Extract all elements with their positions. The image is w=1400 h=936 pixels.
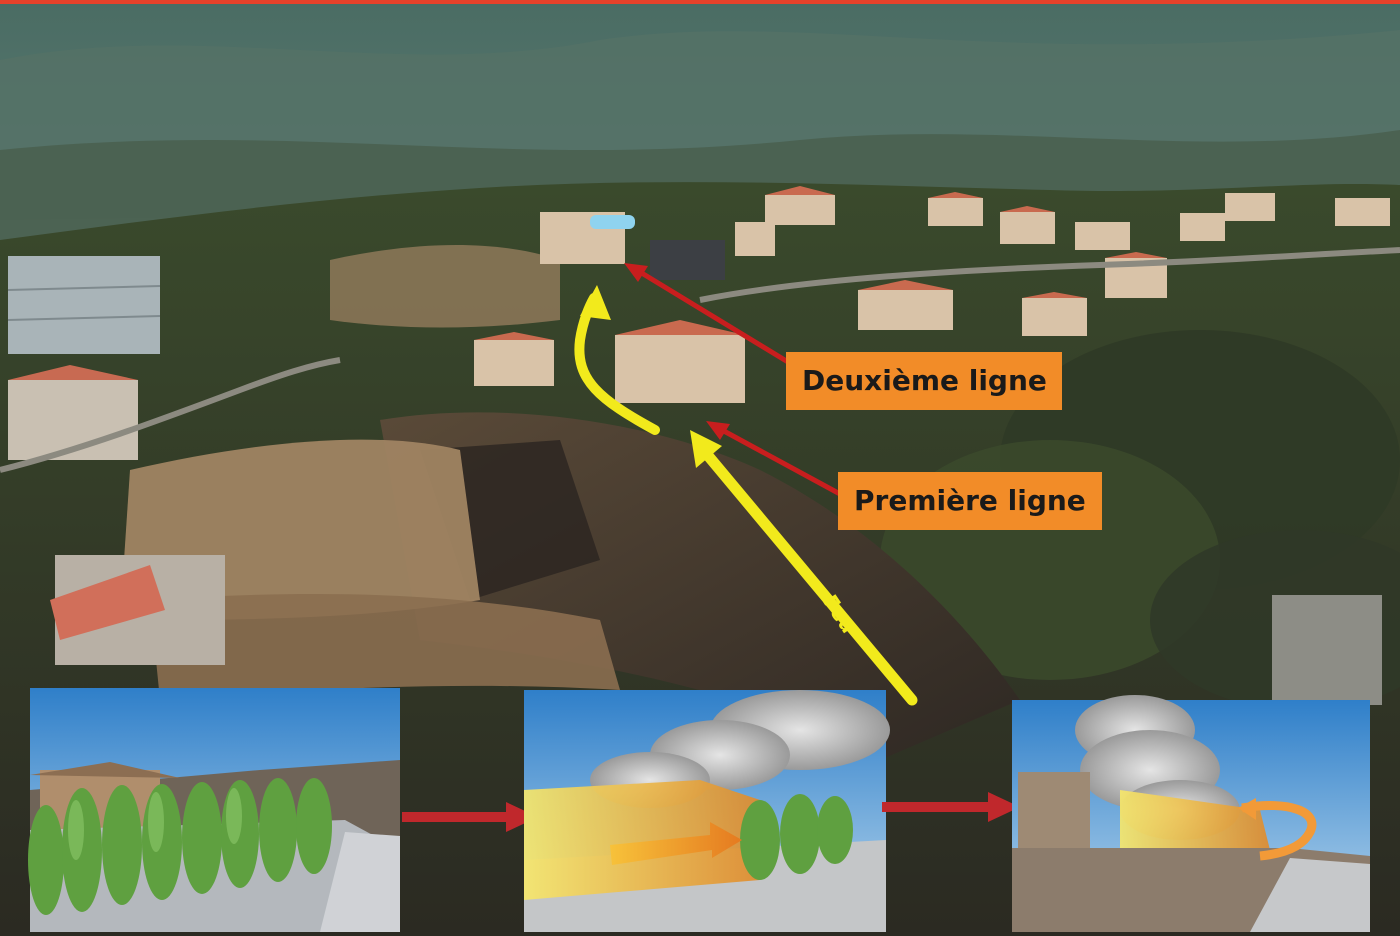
inset-panel-hedge	[28, 688, 400, 932]
yellow-arrow-icon	[690, 430, 918, 706]
second-line-label: Deuxième ligne	[786, 352, 1062, 410]
first-line-label: Première ligne	[838, 472, 1102, 530]
red-arrow-icon	[402, 802, 538, 832]
red-arrow-icon	[706, 421, 842, 497]
top-frame-line	[0, 0, 1400, 4]
inset-panel-fire	[524, 690, 890, 932]
red-arrow-icon	[882, 792, 1020, 822]
red-arrow-icon	[624, 263, 790, 365]
yellow-arrow-icon	[574, 285, 660, 435]
inset-panel-house-fire	[1012, 695, 1370, 932]
